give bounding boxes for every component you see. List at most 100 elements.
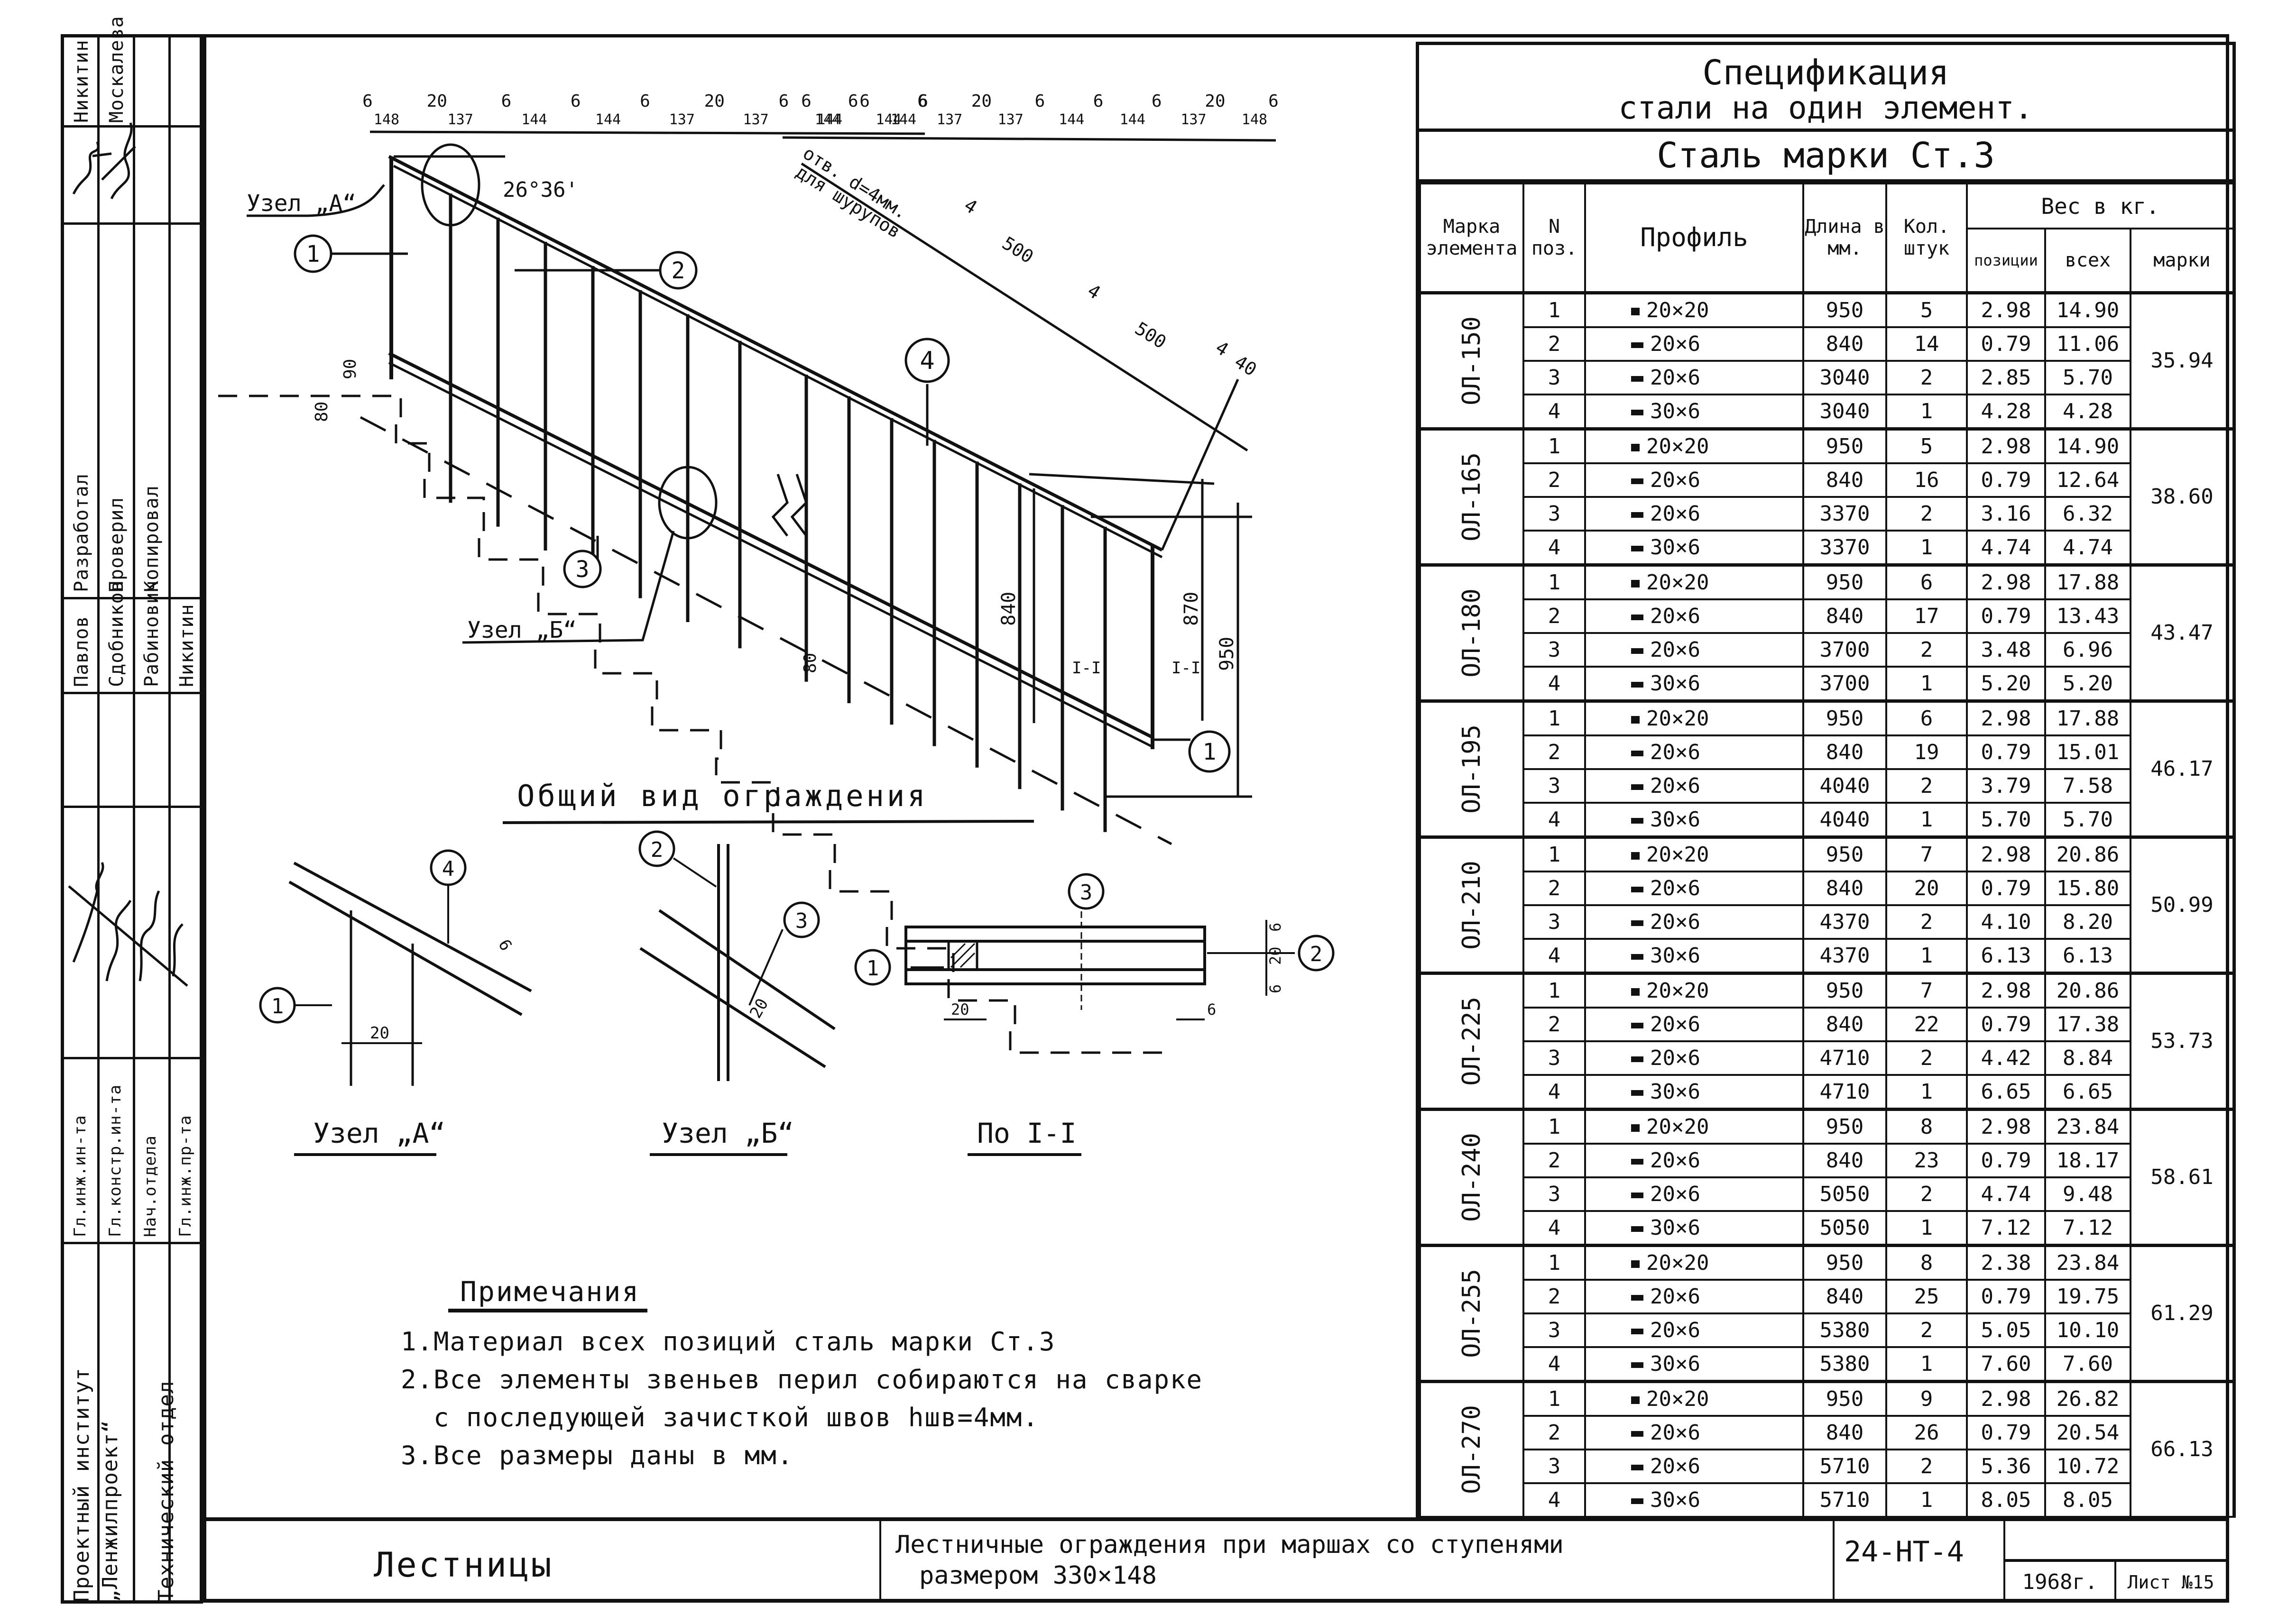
quantity: 8 <box>1885 1243 1968 1281</box>
flat-bar-section-icon <box>1631 784 1643 790</box>
weight-all: 17.38 <box>2044 1006 2131 1042</box>
hole-dim-500a: 500 <box>998 232 1037 267</box>
quantity: 17 <box>1885 598 1968 634</box>
weight-per-position: 2.38 <box>1966 1243 2046 1281</box>
quantity: 1 <box>1885 1073 1968 1110</box>
length-mm: 3370 <box>1802 495 1887 532</box>
pos-callout-4 <box>904 338 950 383</box>
length-mm: 950 <box>1802 291 1887 328</box>
pos-label-1: 1 <box>306 241 320 267</box>
weight-all: 6.96 <box>2044 632 2131 668</box>
length-mm: 5710 <box>1802 1448 1887 1484</box>
flat-bar-section-icon <box>1631 1226 1643 1232</box>
profile-size: 20×6 <box>1650 1454 1700 1478</box>
flat-bar-section-icon <box>1631 886 1643 892</box>
dimension-label: 137 <box>1181 111 1206 128</box>
length-mm: 4040 <box>1802 768 1887 804</box>
profile: 20×20 <box>1584 563 1804 600</box>
square-section-icon <box>1631 307 1640 315</box>
title-block-year: 1968г. <box>2005 1562 2116 1603</box>
profile: 20×6 <box>1584 904 1804 940</box>
dim-950-label: 950 <box>1216 637 1238 671</box>
element-mark-label: ОЛ-195 <box>1457 724 1486 814</box>
profile: 20×6 <box>1584 734 1804 770</box>
element-mark: ОЛ-225 <box>1419 971 1524 1110</box>
profile: 20×6 <box>1584 1312 1804 1348</box>
pos-label-1b: 1 <box>1203 739 1217 765</box>
profile-size: 30×6 <box>1650 1215 1700 1240</box>
col-header-profile: Профиль <box>1584 183 1804 294</box>
dim-ext <box>1029 473 1215 485</box>
weight-per-position: 4.10 <box>1966 904 2046 940</box>
dimension-label: 20 <box>1205 92 1225 111</box>
stamp-divider <box>64 597 200 599</box>
detail-a-callout-4 <box>430 849 467 886</box>
profile-size: 20×6 <box>1650 1148 1700 1173</box>
col-header-weight-all: всех <box>2044 228 2131 294</box>
section-hatch <box>950 943 976 968</box>
profile-size: 30×6 <box>1650 1487 1700 1512</box>
weight-all: 20.86 <box>2044 835 2131 872</box>
dimension-label: 6 <box>571 92 581 111</box>
quantity: 20 <box>1885 870 1968 906</box>
section-dim-20-label: 20 <box>951 1000 969 1018</box>
dimension-label: 20 <box>427 92 447 111</box>
weight-all: 4.74 <box>2044 529 2131 566</box>
weight-all: 6.65 <box>2044 1073 2131 1110</box>
profile: 20×6 <box>1584 632 1804 668</box>
profile-size: 20×20 <box>1646 570 1709 595</box>
flat-bar-section-icon <box>1631 681 1643 688</box>
length-mm: 950 <box>1802 427 1887 464</box>
flat-bar-section-icon <box>1631 1022 1643 1028</box>
dimension-label: 144 <box>595 111 621 128</box>
spec-title: Спецификация стали на один элемент. <box>1419 42 2232 132</box>
profile: 20×6 <box>1584 598 1804 634</box>
profile: 20×20 <box>1584 1243 1804 1281</box>
dimension-label: 144 <box>815 111 840 128</box>
detail-a-callout-1-label: 1 <box>271 994 284 1018</box>
weight-per-position: 4.42 <box>1966 1040 2046 1076</box>
section-callout-3-label: 3 <box>1080 881 1093 905</box>
hole-dim-4b: 4 <box>1084 280 1104 303</box>
profile: 30×6 <box>1584 1482 1804 1518</box>
weight-mark-total: 61.29 <box>2129 1243 2235 1382</box>
detail-a-callout-1 <box>259 987 296 1024</box>
lower-rail-line-1 <box>388 351 1153 739</box>
profile-size: 30×6 <box>1650 1079 1700 1104</box>
handrail-lower-line <box>393 165 1163 559</box>
detail-b-leader-2 <box>673 857 717 888</box>
flat-bar-section-icon <box>1631 1192 1643 1198</box>
flat-bar-section-icon <box>1631 512 1643 518</box>
handrail-upper-line <box>388 155 1163 552</box>
stair-steps-outline <box>218 395 1167 1054</box>
detail-b-callout-2 <box>638 830 675 867</box>
dimension-label: 144 <box>1059 111 1084 128</box>
title-block-description-line1: Лестничные ограждения при маршах со ступ… <box>895 1531 1564 1559</box>
weight-per-position: 2.98 <box>1966 1107 2046 1145</box>
section-mark-2: I-I <box>1171 659 1200 678</box>
position-number: 4 <box>1522 1482 1586 1518</box>
balusters <box>449 193 1107 832</box>
weight-per-position: 4.74 <box>1966 1176 2046 1212</box>
profile-size: 20×6 <box>1650 1420 1700 1445</box>
section-callout-2-label: 2 <box>1310 942 1323 966</box>
dimension-label: 137 <box>937 111 962 128</box>
weight-per-position: 2.98 <box>1966 835 2046 872</box>
weight-all: 19.75 <box>2044 1278 2131 1314</box>
weight-per-position: 0.79 <box>1966 1142 2046 1178</box>
profile: 20×20 <box>1584 1107 1804 1145</box>
profile: 30×6 <box>1584 801 1804 838</box>
length-mm: 3370 <box>1802 529 1887 566</box>
weight-mark-total: 46.17 <box>2129 699 2235 838</box>
length-mm: 950 <box>1802 699 1887 736</box>
